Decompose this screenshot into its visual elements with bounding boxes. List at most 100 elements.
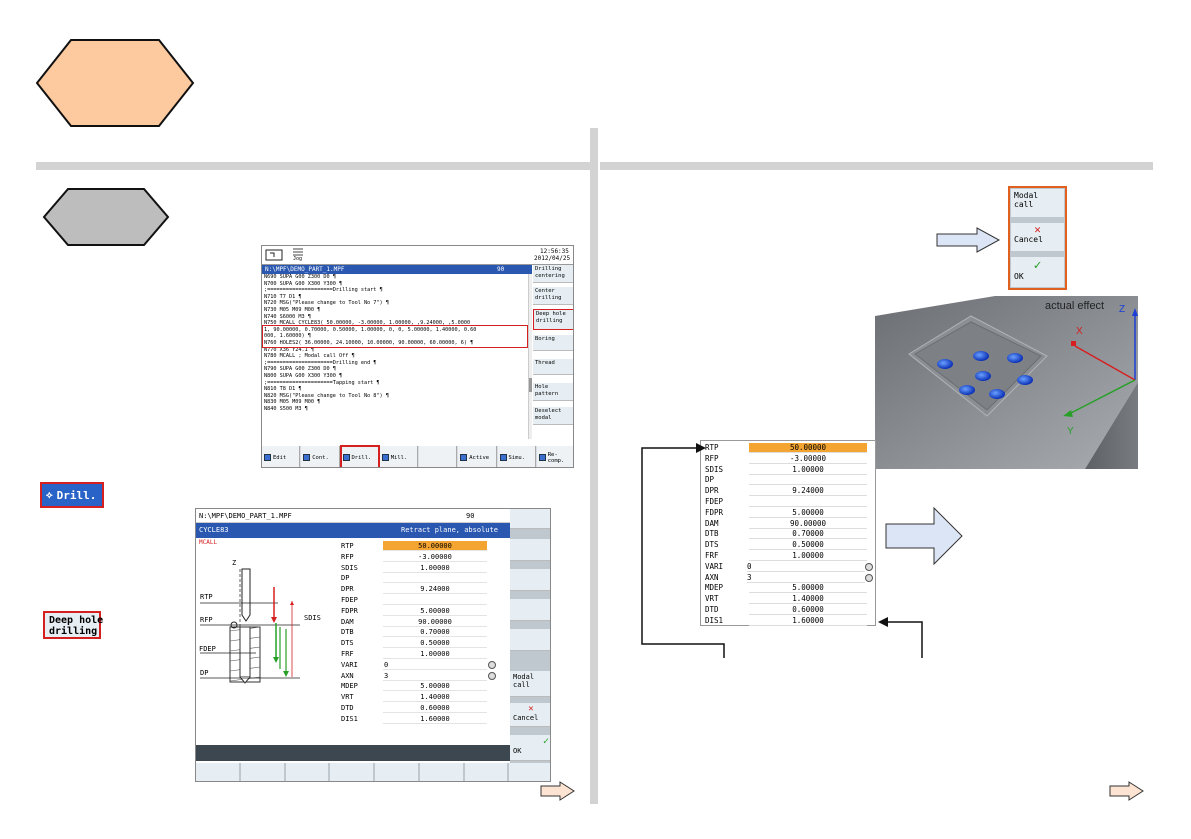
param-field[interactable]: 5.00000	[383, 681, 487, 692]
modal-call-softkey[interactable]: Modal call	[510, 671, 550, 697]
param-label: DTD	[341, 704, 354, 712]
cancel-softkey[interactable]: ✕ Cancel	[510, 703, 550, 727]
right-param-field[interactable]: 0.50000	[749, 540, 867, 551]
code-line[interactable]: N760 HOLES2( 36.00000, 24.10000, 10.0000…	[264, 339, 474, 346]
screen1-softkey[interactable]: Thread	[533, 359, 573, 375]
screen1-softkey[interactable]: Hole pattern	[533, 383, 573, 401]
bottom-key[interactable]: Re- comp.	[536, 446, 573, 467]
param-field[interactable]: 90.00000	[383, 616, 487, 627]
right-ok-softkey[interactable]: ✓ OK	[1011, 257, 1064, 287]
param-field[interactable]	[383, 573, 487, 584]
code-line[interactable]: N700 SUPA G00 X300 Y300 ¶	[264, 280, 343, 287]
code-line[interactable]: ;=====================Tapping start ¶	[264, 379, 380, 386]
bottom-key[interactable]: Simu.	[497, 446, 536, 467]
param-field[interactable]: -3.00000	[383, 551, 487, 562]
deep-hole-drilling-softkey[interactable]: Deep hole drilling	[533, 309, 573, 330]
code-line[interactable]: ;=====================Drilling end ¶	[264, 359, 377, 366]
bottom-key[interactable]	[419, 446, 458, 467]
right-param-field[interactable]: 5.00000	[749, 508, 867, 518]
bottom-key[interactable]: Edit	[262, 446, 301, 467]
right-param-field[interactable]: 0.60000	[749, 605, 867, 615]
bottom-key[interactable]: Mill.	[379, 446, 418, 467]
param-field[interactable]: 0.50000	[383, 638, 487, 649]
param-field[interactable]: 0.70000	[383, 627, 487, 638]
sk-blank-5[interactable]	[510, 629, 550, 651]
screen1-softkey[interactable]: Center drilling	[533, 287, 573, 305]
right-param-field[interactable]: 50.00000	[749, 443, 867, 453]
code-line[interactable]: N820 MSG("Please change to Tool No 8") ¶	[264, 392, 389, 399]
right-param-field[interactable]: 9.24000	[749, 486, 867, 497]
param-field[interactable]: 1.40000	[383, 692, 487, 703]
screen2-bottom-key[interactable]	[330, 763, 373, 781]
bottom-key[interactable]: Active	[458, 446, 497, 467]
right-param-field[interactable]: 0	[747, 562, 865, 572]
drill-button[interactable]: ⟡ Drill.	[40, 482, 104, 508]
bottom-key[interactable]: Cont.	[301, 446, 340, 467]
code-line[interactable]: N710 T7 D1 ¶	[264, 293, 302, 300]
right-param-field[interactable]: 5.00000	[749, 583, 867, 594]
scrollbar[interactable]	[528, 274, 532, 439]
param-field[interactable]: 5.00000	[383, 605, 487, 616]
param-field[interactable]: 3	[383, 670, 487, 681]
code-line[interactable]: N830 M05 M09 M00 ¶	[264, 399, 321, 406]
code-line[interactable]: 000, 1.60000) ¶	[264, 333, 311, 340]
code-line[interactable]: ;=====================Drilling start ¶	[264, 287, 383, 294]
param-field[interactable]: 1.00000	[383, 649, 487, 659]
right-toggle-icon[interactable]	[865, 573, 873, 582]
screen2-bottom-key[interactable]	[419, 763, 463, 781]
param-field[interactable]: 9.24000	[383, 584, 487, 595]
param-field[interactable]	[383, 595, 487, 605]
param-field[interactable]: 1.60000	[383, 713, 487, 724]
right-param-field[interactable]: 1.00000	[749, 465, 867, 475]
screen1-softkey[interactable]: Drilling centering	[533, 265, 573, 283]
code-line[interactable]: N780 MCALL ; Modal call Off ¶	[264, 353, 355, 360]
code-line[interactable]: N690 SUPA G00 Z300 D0 ¶	[264, 274, 336, 280]
ok-softkey[interactable]: ✓ OK	[510, 735, 550, 761]
right-modal-call-softkey[interactable]: Modal call	[1011, 189, 1064, 217]
label-rfp: RFP	[200, 616, 213, 624]
code-line[interactable]: N810 T8 D1 ¶	[264, 386, 302, 393]
code-line[interactable]: N720 MSG("Please change to Tool No 7") ¶	[264, 300, 389, 307]
screen2-bottom-key[interactable]	[509, 763, 550, 781]
screen1-softkey[interactable]: Deselect modal	[533, 407, 573, 425]
sk-blank-3[interactable]	[510, 569, 550, 591]
code-line[interactable]: N800 SUPA G00 X300 Y300 ¶	[264, 372, 343, 379]
screen2-bottom-key[interactable]	[240, 763, 284, 781]
param-field[interactable]: 0.60000	[383, 703, 487, 713]
screen1-softkey[interactable]: Boring	[533, 335, 573, 351]
right-param-field[interactable]: 90.00000	[749, 519, 867, 529]
right-param-field[interactable]: 1.60000	[749, 616, 867, 626]
screen2-bottom-key[interactable]	[375, 763, 418, 781]
screen2-bottom-key[interactable]	[285, 763, 329, 781]
param-field[interactable]: 0	[383, 659, 487, 670]
right-param-field[interactable]: 1.40000	[749, 594, 867, 605]
screen2-bottom-key[interactable]	[464, 763, 508, 781]
code-line[interactable]: N740 S6000 M3 ¶	[264, 313, 311, 320]
sk-blank-1[interactable]	[510, 509, 550, 529]
code-line[interactable]: N790 SUPA G00 Z300 D0 ¶	[264, 366, 336, 373]
toggle-icon[interactable]	[488, 671, 496, 680]
code-line[interactable]: 1, 90.00000, 0.70000, 0.50000, 1.00000, …	[264, 326, 477, 333]
right-param-field[interactable]: 3	[747, 573, 865, 583]
deep-hole-drilling-button[interactable]: Deep hole drilling	[43, 611, 103, 639]
next-page-arrow-right[interactable]	[1109, 781, 1145, 801]
code-line[interactable]: N750 MCALL CYCLE83( 50.00000, -3.00000, …	[264, 320, 471, 327]
right-param-field[interactable]	[749, 475, 867, 486]
toggle-icon[interactable]	[488, 660, 496, 669]
next-page-arrow-left[interactable]	[540, 781, 576, 801]
right-toggle-icon[interactable]	[865, 562, 873, 571]
param-field[interactable]: 1.00000	[383, 562, 487, 573]
right-param-field[interactable]: 0.70000	[749, 529, 867, 540]
right-param-field[interactable]: 1.00000	[749, 551, 867, 561]
right-param-field[interactable]: -3.00000	[749, 454, 867, 464]
program-code[interactable]: N690 SUPA G00 Z300 D0 ¶N700 SUPA G00 X30…	[262, 274, 526, 439]
code-line[interactable]: N770 X36 Y24.1 ¶	[264, 346, 314, 353]
right-param-field[interactable]	[749, 497, 867, 507]
screen2-bottom-key[interactable]	[196, 763, 239, 781]
sk-blank-4[interactable]	[510, 599, 550, 621]
code-line[interactable]: N840 S500 M3 ¶	[264, 405, 308, 412]
param-field[interactable]: 50.00000	[383, 541, 487, 551]
code-line[interactable]: N730 M05 M09 M00 ¶	[264, 306, 321, 313]
sk-blank-2[interactable]	[510, 539, 550, 561]
right-cancel-softkey[interactable]: ✕ Cancel	[1011, 223, 1064, 251]
